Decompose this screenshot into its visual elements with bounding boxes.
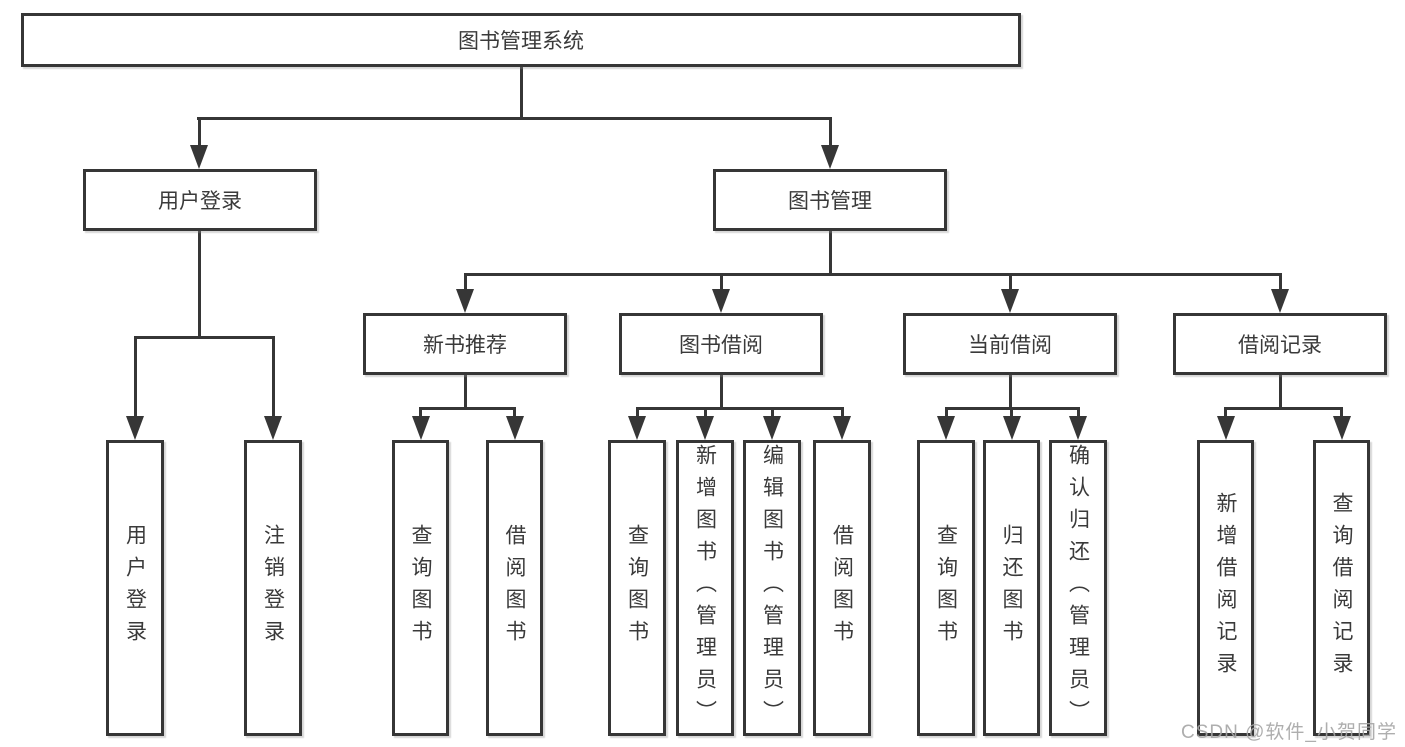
connector-line bbox=[1010, 407, 1013, 418]
leaf-label: 编辑图书（管理员） bbox=[760, 444, 784, 732]
arrow-down-icon bbox=[712, 289, 730, 313]
connector-line bbox=[1278, 375, 1282, 407]
connector-line bbox=[1278, 273, 1282, 291]
connector-line bbox=[197, 117, 201, 147]
connector-line bbox=[1076, 407, 1080, 418]
leaf-label: 新增图书（管理员） bbox=[693, 444, 717, 732]
connector-line bbox=[463, 375, 467, 407]
connector-line bbox=[513, 407, 516, 418]
connector-line bbox=[520, 67, 523, 117]
connector-line bbox=[197, 117, 832, 120]
leaf-add-books-admin: 新增图书（管理员） bbox=[676, 440, 734, 736]
leaf-logout: 注销登录 bbox=[244, 440, 302, 736]
node-label: 当前借阅 bbox=[968, 334, 1052, 357]
leaf-return-books: 归还图书 bbox=[983, 440, 1040, 736]
connector-line bbox=[1008, 375, 1012, 407]
arrow-down-icon bbox=[696, 416, 714, 440]
node-current-borrowing: 当前借阅 bbox=[903, 313, 1117, 375]
connector-line bbox=[719, 273, 723, 291]
leaf-query-borrow-record: 查询借阅记录 bbox=[1313, 440, 1370, 736]
leaf-borrow-books-recommend: 借阅图书 bbox=[486, 440, 543, 736]
arrow-down-icon bbox=[763, 416, 781, 440]
arrow-down-icon bbox=[1271, 289, 1289, 313]
connector-line bbox=[419, 407, 422, 418]
arrow-down-icon bbox=[1069, 416, 1087, 440]
node-label: 图书管理系统 bbox=[458, 30, 584, 53]
connector-line bbox=[635, 407, 844, 410]
connector-line bbox=[133, 336, 137, 418]
connector-line bbox=[419, 407, 516, 410]
connector-line bbox=[840, 407, 844, 418]
arrow-down-icon bbox=[505, 416, 524, 440]
leaf-label: 查询图书 bbox=[409, 524, 432, 652]
leaf-borrow-books: 借阅图书 bbox=[813, 440, 871, 736]
leaf-query-books-current: 查询图书 bbox=[917, 440, 975, 736]
leaf-label: 借阅图书 bbox=[503, 524, 526, 652]
connector-line bbox=[271, 336, 275, 418]
connector-line bbox=[944, 407, 948, 418]
leaf-edit-books-admin: 编辑图书（管理员） bbox=[743, 440, 801, 736]
node-new-book-recommend: 新书推荐 bbox=[363, 313, 567, 375]
connector-line bbox=[1224, 407, 1227, 418]
node-user-login: 用户登录 bbox=[83, 169, 317, 231]
leaf-add-borrow-record: 新增借阅记录 bbox=[1197, 440, 1254, 736]
leaf-label: 归还图书 bbox=[1000, 524, 1023, 652]
arrow-down-icon bbox=[264, 416, 282, 440]
arrow-down-icon bbox=[1332, 416, 1351, 440]
csdn-watermark: CSDN @软件_小贺同学 bbox=[1181, 722, 1397, 743]
node-label: 用户登录 bbox=[158, 190, 242, 213]
leaf-label: 新增借阅记录 bbox=[1214, 492, 1237, 684]
connector-line bbox=[1224, 407, 1343, 410]
arrow-down-icon bbox=[456, 289, 474, 313]
connector-line bbox=[828, 231, 832, 273]
arrow-down-icon bbox=[833, 416, 851, 440]
connector-line bbox=[463, 273, 1281, 276]
leaf-label: 注销登录 bbox=[261, 524, 285, 652]
connector-line bbox=[770, 407, 774, 418]
arrow-down-icon bbox=[1002, 416, 1021, 440]
arrow-down-icon bbox=[411, 416, 430, 440]
connector-line bbox=[828, 117, 832, 147]
connector-line bbox=[197, 231, 201, 336]
connector-line bbox=[719, 375, 723, 407]
leaf-user-login: 用户登录 bbox=[106, 440, 164, 736]
arrow-down-icon bbox=[628, 416, 646, 440]
arrow-down-icon bbox=[190, 145, 208, 169]
node-label: 新书推荐 bbox=[423, 334, 507, 357]
connector-line bbox=[1340, 407, 1343, 418]
connector-line bbox=[703, 407, 707, 418]
arrow-down-icon bbox=[1216, 416, 1235, 440]
node-borrowing-records: 借阅记录 bbox=[1173, 313, 1387, 375]
connector-line bbox=[635, 407, 639, 418]
arrow-down-icon bbox=[821, 145, 839, 169]
arrow-down-icon bbox=[937, 416, 955, 440]
leaf-confirm-return-admin: 确认归还（管理员） bbox=[1049, 440, 1107, 736]
node-library-system: 图书管理系统 bbox=[21, 13, 1021, 67]
connector-line bbox=[1008, 273, 1012, 291]
node-book-borrowing: 图书借阅 bbox=[619, 313, 823, 375]
node-label: 图书借阅 bbox=[679, 334, 763, 357]
connector-line bbox=[133, 336, 275, 339]
arrow-down-icon bbox=[126, 416, 144, 440]
leaf-label: 查询图书 bbox=[625, 524, 649, 652]
leaf-label: 查询图书 bbox=[934, 524, 958, 652]
node-book-management: 图书管理 bbox=[713, 169, 947, 231]
node-label: 借阅记录 bbox=[1238, 334, 1322, 357]
leaf-label: 借阅图书 bbox=[830, 524, 854, 652]
leaf-label: 确认归还（管理员） bbox=[1066, 444, 1090, 732]
leaf-query-books-borrow: 查询图书 bbox=[608, 440, 666, 736]
leaf-query-books-recommend: 查询图书 bbox=[392, 440, 449, 736]
arrow-down-icon bbox=[1001, 289, 1019, 313]
connector-line bbox=[463, 273, 467, 291]
leaf-label: 查询借阅记录 bbox=[1330, 492, 1353, 684]
node-label: 图书管理 bbox=[788, 190, 872, 213]
leaf-label: 用户登录 bbox=[123, 524, 147, 652]
